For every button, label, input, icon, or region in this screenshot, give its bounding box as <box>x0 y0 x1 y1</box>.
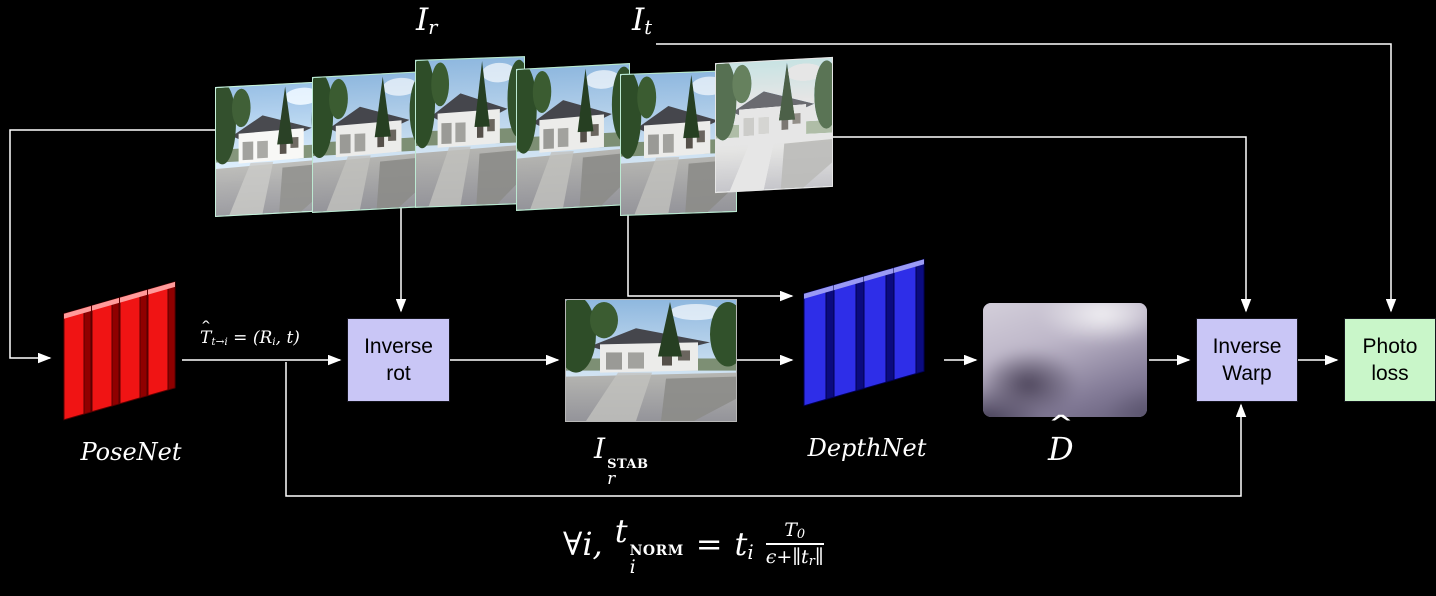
posenet-layer <box>119 289 148 405</box>
posenet-layer <box>63 305 92 421</box>
inverse-rot-box: Inverse rot <box>347 318 450 402</box>
fraction-numerator: T0 <box>784 518 806 543</box>
fraction-bar <box>765 542 824 545</box>
inverse-warp-box: Inverse Warp <box>1196 318 1298 402</box>
input-frame-3 <box>415 56 525 208</box>
street-photo <box>313 72 427 212</box>
depthnet-layer <box>893 258 925 381</box>
reference-label-base: I <box>416 2 429 38</box>
posenet-layer <box>91 297 120 413</box>
street-photo-stabilized <box>566 300 736 421</box>
coefficient-term: ti <box>734 524 754 564</box>
connector-frames-to-inverse-warp <box>831 136 1252 313</box>
fraction-denominator: ϵ+∥tr∥ <box>765 545 824 570</box>
photo-loss-line2: loss <box>1371 362 1409 385</box>
connector-target-to-depthnet <box>627 212 794 302</box>
forall-term: ∀i, <box>563 524 603 563</box>
connector-frames-to-posenet <box>9 129 216 364</box>
depthnet-layer <box>803 284 835 407</box>
target-frame-label: It <box>632 2 652 40</box>
depthnet-label: DepthNet <box>807 434 927 462</box>
stabilized-label-base: I <box>594 432 606 465</box>
street-photo <box>416 57 524 207</box>
street-photo <box>716 58 832 192</box>
posenet-layer <box>147 281 176 397</box>
inverse-warp-line1: Inverse <box>1212 334 1282 358</box>
depthnet-layer <box>833 275 865 398</box>
posenet-icon <box>63 281 176 421</box>
input-frame-2 <box>312 70 428 214</box>
target-label-sub: t <box>644 16 652 40</box>
connector-translation-to-inverse-warp <box>285 362 1247 497</box>
target-label-base: I <box>632 2 645 38</box>
posenet-label: PoseNet <box>80 438 182 466</box>
depthnet-layer <box>863 267 895 390</box>
inverse-rot-line1: Inverse <box>364 334 433 358</box>
street-photo <box>517 64 629 210</box>
connector-target-to-photo-loss <box>656 43 1397 313</box>
depth-map-texture <box>983 303 1147 417</box>
photo-loss-box: Photo loss <box>1344 318 1436 402</box>
inverse-rot-line2: rot <box>386 362 411 385</box>
reference-label-sub: r <box>428 16 438 40</box>
depthnet-icon <box>803 258 925 407</box>
depth-map-image <box>983 303 1147 417</box>
input-frame-6 <box>715 56 833 194</box>
stabilized-image <box>565 299 737 422</box>
inverse-warp-line2: Warp <box>1222 362 1272 385</box>
pose-estimate-subscript: t→i <box>211 336 228 349</box>
input-frame-4 <box>516 63 630 211</box>
fraction: T0 ϵ+∥tr∥ <box>765 518 824 570</box>
equals-sign: = <box>695 524 723 563</box>
reference-frames-label: Ir <box>416 2 438 40</box>
photo-loss-line1: Photo <box>1362 334 1418 358</box>
